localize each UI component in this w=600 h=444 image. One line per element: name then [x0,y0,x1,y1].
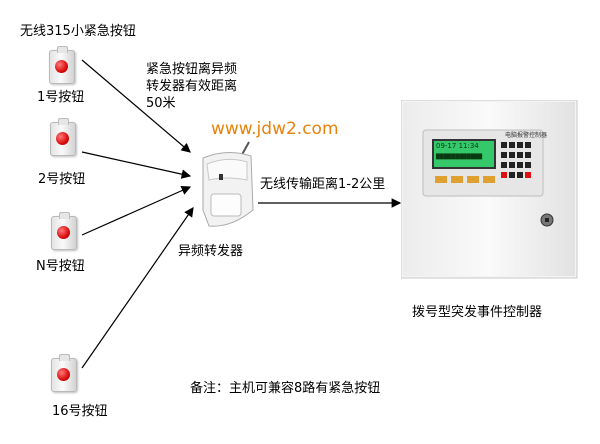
button-clip-icon [58,118,69,125]
repeater-icon [202,141,254,227]
button-16-label: 16号按钮 [52,404,108,419]
emergency-button-1 [49,46,75,84]
button-clip-icon [57,46,68,53]
distance-note-line1: 紧急按钮离异频 [146,62,238,77]
repeater-device [197,140,259,232]
controller-icon [400,99,578,279]
red-button-icon [56,132,69,145]
emergency-button-n [51,212,77,250]
lcd-time: 09-17 11:34 [436,142,479,150]
button-clip-icon [59,354,70,361]
distance-note-line3: 50米 [146,96,176,111]
emergency-button-2 [50,118,76,156]
arrow-2 [81,151,192,179]
arrow-1 [81,59,191,153]
wireless-distance-label: 无线传输距离1-2公里 [260,177,386,192]
diagram-title: 无线315小紧急按钮 [20,24,136,39]
button-n-label: N号按钮 [36,259,85,274]
lcd-bars: ████████████ [436,154,483,160]
panel-title: 电脑报警控制器 [505,132,548,139]
footer-note: 备注：主机可兼容8路有紧急按钮 [190,381,381,396]
distance-note-line2: 转发器有效距离 [146,79,238,94]
red-button-icon [57,226,70,239]
repeater-label: 异频转发器 [178,244,244,259]
arrow-16 [81,207,194,369]
red-button-icon [57,368,70,381]
emergency-button-16 [51,354,77,392]
controller-device: 电脑报警控制器 09-17 11:34 ████████████ [400,99,581,280]
arrow-n [81,186,192,236]
button-2-label: 2号按钮 [38,172,86,187]
button-1-label: 1号按钮 [37,90,85,105]
website-url: www.jdw2.com [211,119,339,139]
red-button-icon [55,60,68,73]
controller-label: 拨号型突发事件控制器 [412,305,543,320]
button-clip-icon [59,212,70,219]
